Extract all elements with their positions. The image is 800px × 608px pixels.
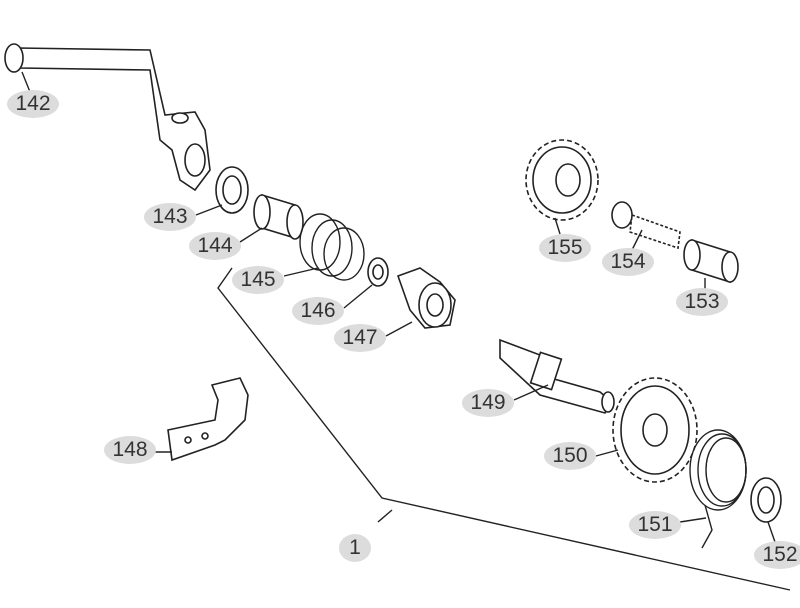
thrust-washer-part [750,477,782,523]
guide-plate-part [167,377,249,462]
part-label-150: 150 [544,442,596,470]
kick-lever-part [4,43,211,192]
spring-part [299,213,365,281]
assembly-bracket-line [217,267,791,591]
part-label-148: 148 [104,436,156,464]
part-label-145: 145 [232,266,284,294]
bolt-part [611,201,681,250]
ratchet-part [396,267,456,329]
torsion-spring-part [689,429,747,549]
part-label-154: 154 [602,248,654,276]
seal-ring-part [215,166,249,214]
washer-part [367,257,389,287]
part-label-153: 153 [676,288,728,316]
part-label-146: 146 [292,297,344,325]
kickstart-gear-part [612,377,698,483]
assembly-leader-line [377,509,393,523]
part-label-152: 152 [754,541,800,569]
part-label-144: 144 [189,232,241,260]
part-label-149: 149 [462,389,514,417]
part-label-147: 147 [334,324,386,352]
part-label-1: 1 [339,534,371,562]
kickstart-shaft-part [499,338,615,414]
sleeve-part [683,238,739,284]
leader-lines [21,71,776,543]
part-label-151: 151 [629,511,681,539]
part-label-142: 142 [7,90,59,118]
bushing-part [253,193,304,240]
part-label-143: 143 [144,203,196,231]
part-label-155: 155 [539,234,591,262]
idler-gear-part [525,139,599,221]
